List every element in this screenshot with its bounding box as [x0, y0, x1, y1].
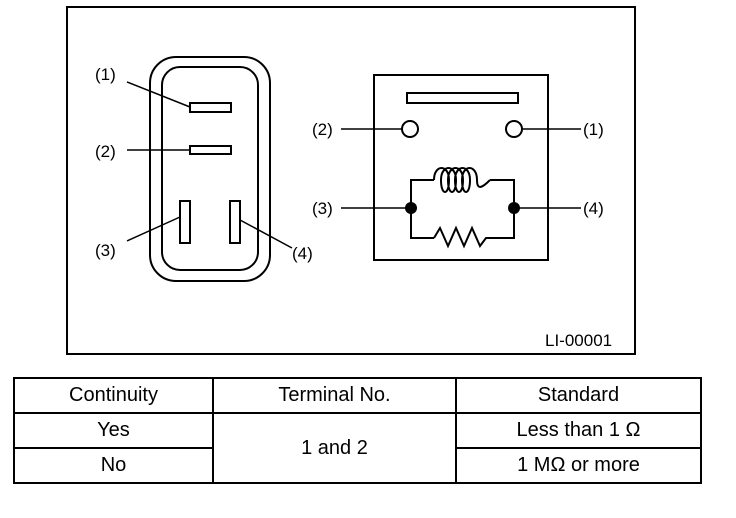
connector-label-2: (2): [95, 142, 116, 161]
connector-label-4: (4): [292, 244, 313, 263]
connector-inner-shell: [161, 66, 259, 271]
leader-line: [126, 216, 181, 242]
leader-line: [126, 81, 191, 108]
connector-label-3: (3): [95, 241, 116, 260]
connector-label-1: (1): [95, 65, 116, 84]
connector: (1) (2) (3) (4): [95, 56, 313, 282]
relay-terminal-2: [401, 120, 419, 138]
connector-outer-shell: [149, 56, 271, 282]
cell-standard: 1 MΩ or more: [455, 447, 702, 484]
cell-continuity: No: [13, 447, 214, 484]
relay-label-2: (2): [312, 120, 333, 139]
header-terminal: Terminal No.: [212, 377, 457, 414]
relay-terminal-1: [505, 120, 523, 138]
header-standard: Standard: [455, 377, 702, 414]
relay-label-1: (1): [583, 120, 604, 139]
cell-standard: Less than 1 Ω: [455, 412, 702, 449]
continuity-table: Continuity Terminal No. Standard Yes 1 a…: [13, 377, 702, 484]
connector-terminal-4: [229, 200, 241, 244]
table-row: Yes 1 and 2 Less than 1 Ω: [13, 412, 702, 484]
header-continuity: Continuity: [13, 377, 214, 414]
relay-contact-bar: [406, 92, 519, 104]
leader-line: [239, 219, 293, 249]
relay-resistor: [433, 225, 490, 249]
connector-terminal-3: [179, 200, 191, 244]
table-header-row: Continuity Terminal No. Standard: [13, 377, 702, 414]
relay-label-4: (4): [583, 199, 604, 218]
table-row: No 1 MΩ or more: [13, 447, 702, 484]
relay-body: [373, 74, 549, 261]
cell-continuity: Yes: [13, 412, 214, 449]
relay-coil: [433, 167, 491, 193]
figure-frame: [66, 6, 636, 355]
relay-circuit-wire: [410, 179, 515, 239]
cell-terminal: 1 and 2: [212, 412, 457, 484]
relay-schematic: (2) (1) (3) (4): [312, 74, 604, 261]
connector-terminal-1: [189, 102, 232, 113]
figure-id: LI-00001: [545, 331, 612, 350]
relay-label-3: (3): [312, 199, 333, 218]
connector-terminal-2: [189, 145, 232, 155]
